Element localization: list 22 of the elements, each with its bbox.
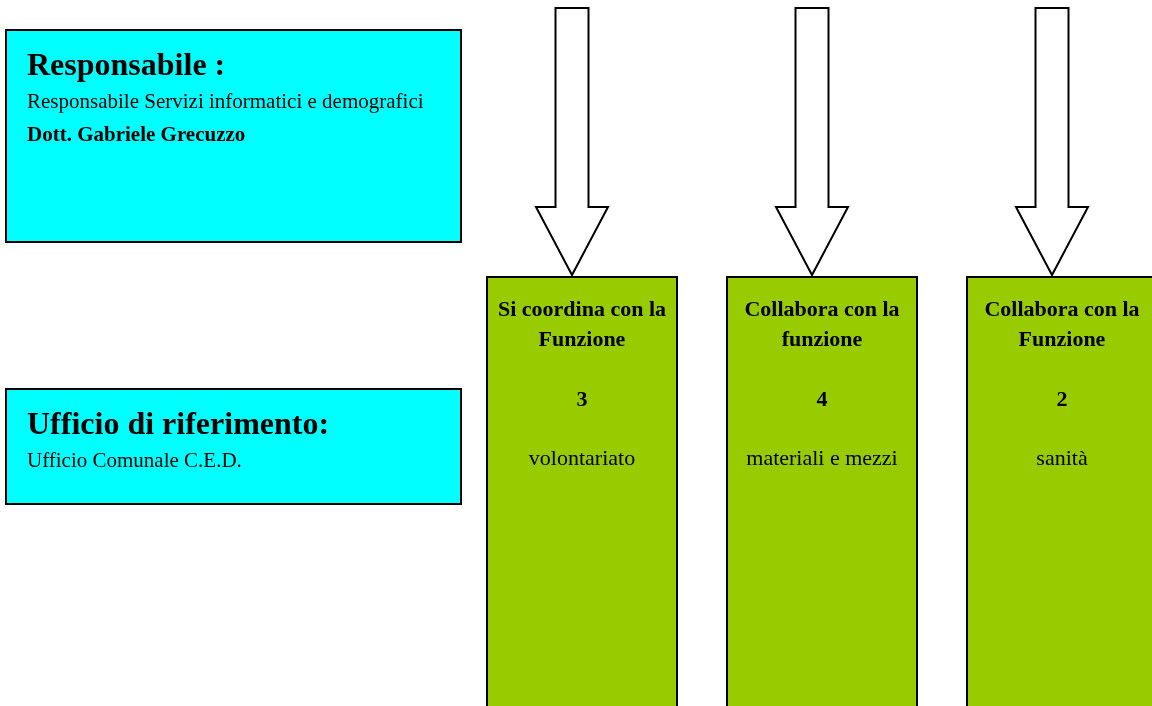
function-title: Collabora con la funzione xyxy=(743,295,901,353)
box-text: Responsabile Servizi informatici e demografici xyxy=(27,88,425,115)
block-arrow xyxy=(534,7,610,278)
function-number: 2 xyxy=(1055,385,1069,413)
block-arrow xyxy=(1014,7,1090,278)
function-title: Si coordina con la Funzione xyxy=(496,295,668,353)
function-number: 3 xyxy=(575,385,589,413)
box-heading: Ufficio di riferimento: xyxy=(27,404,331,442)
box-heading: Responsabile : xyxy=(27,45,227,83)
function-box xyxy=(726,276,918,706)
function-name: volontariato xyxy=(527,444,637,472)
person-name: Dott. Gabriele Grecuzzo xyxy=(27,122,247,147)
box-text: Ufficio Comunale C.E.D. xyxy=(27,447,243,474)
function-box xyxy=(966,276,1152,706)
function-number: 4 xyxy=(815,385,829,413)
function-title: Collabora con la Funzione xyxy=(983,295,1141,353)
function-box xyxy=(486,276,678,706)
info-box xyxy=(5,388,462,505)
function-name: materiali e mezzi xyxy=(745,444,899,472)
block-arrow xyxy=(774,7,850,278)
info-box xyxy=(5,29,462,243)
function-name: sanità xyxy=(1035,444,1089,472)
